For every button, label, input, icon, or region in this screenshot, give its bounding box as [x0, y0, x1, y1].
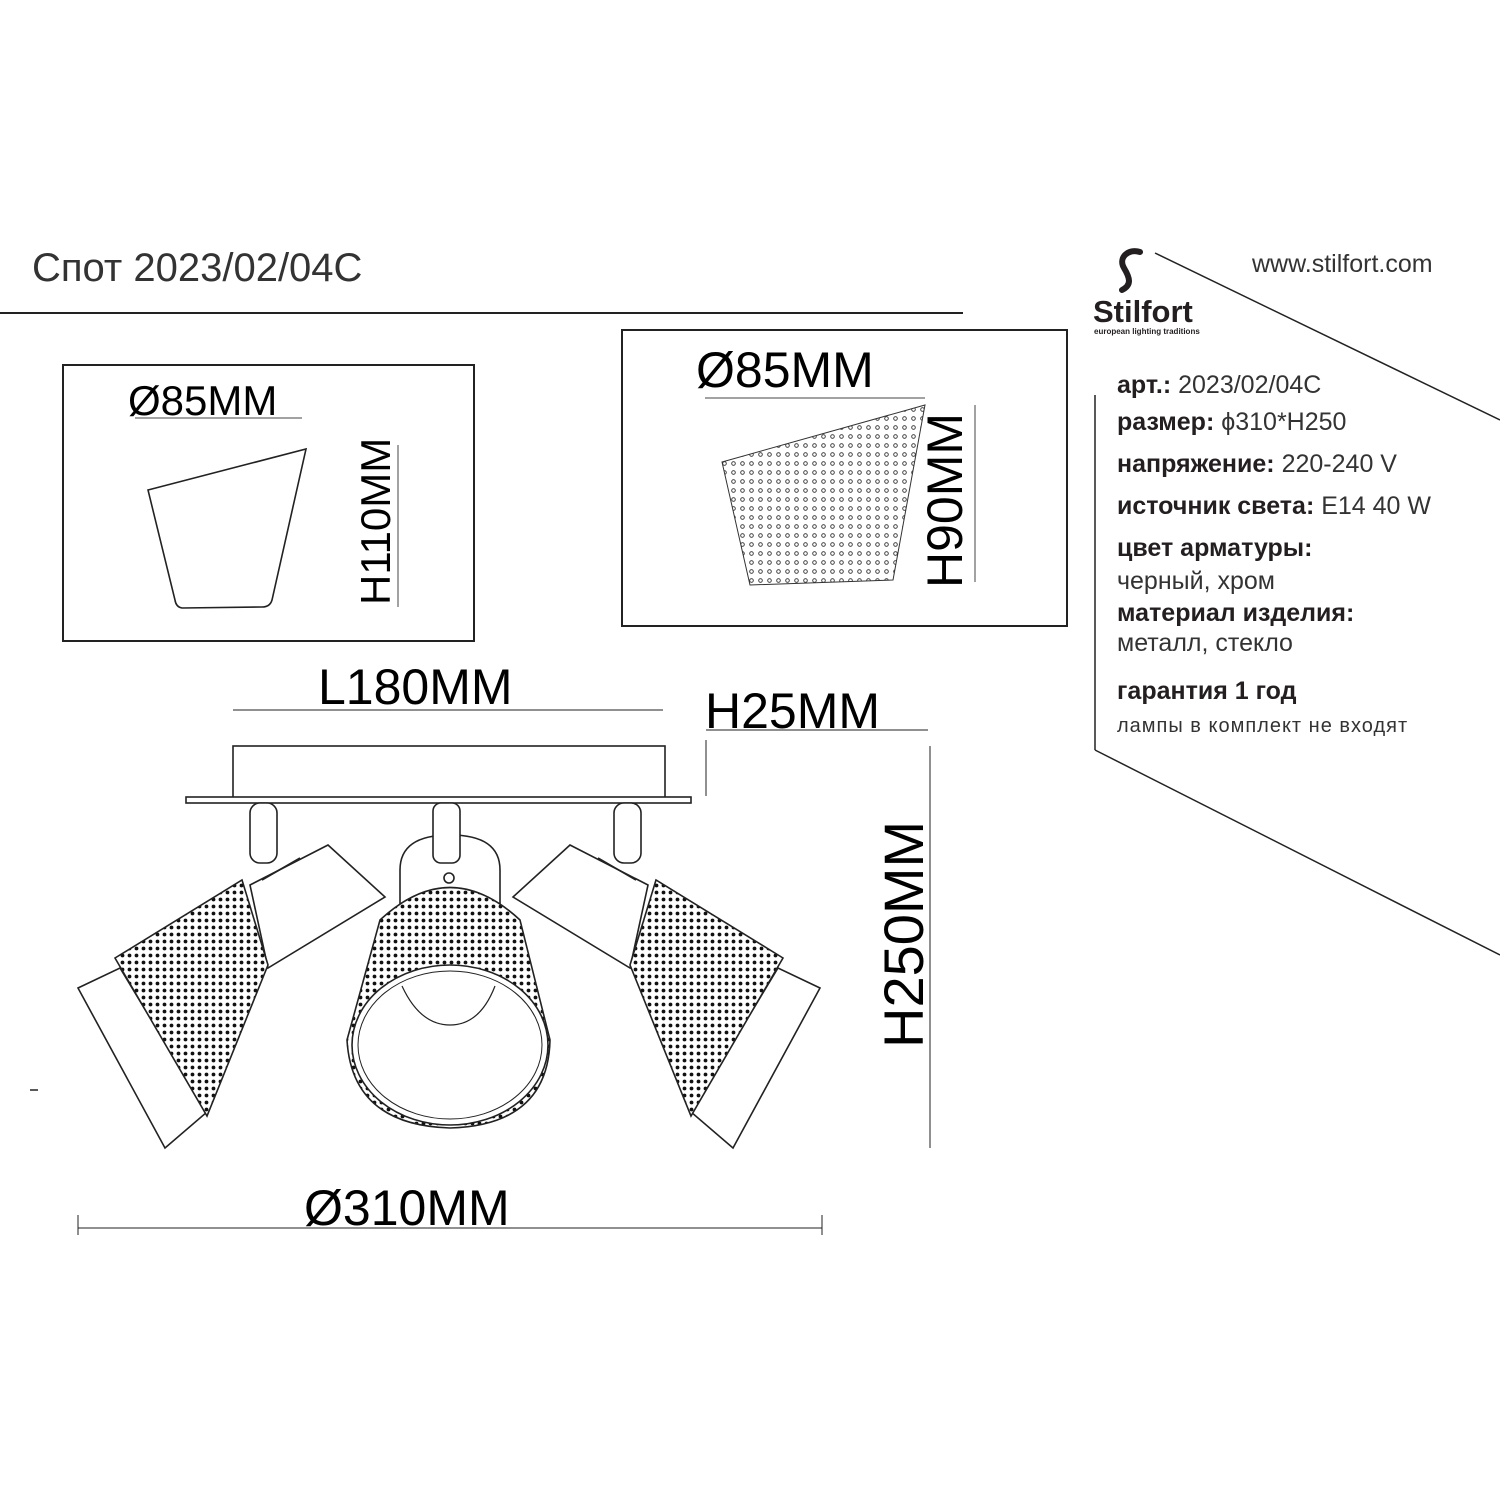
- spec-material-value: металл, стекло: [1117, 629, 1293, 657]
- spec-label: источник света:: [1117, 492, 1315, 520]
- perforated-shade-view: [721, 404, 926, 586]
- total-diameter-label: Ø310MM: [304, 1180, 510, 1236]
- spec-fitting-color-value: черный, хром: [1117, 567, 1275, 595]
- spec-label: размер:: [1117, 408, 1215, 436]
- page-title: Спот 2023/02/04C: [32, 246, 363, 290]
- base-height-label: H25MM: [705, 683, 881, 739]
- spec-fitting-color-label: цвет арматуры:: [1117, 534, 1312, 563]
- website-link[interactable]: www.stilfort.com: [1252, 250, 1433, 278]
- spec-warranty: гарантия 1 год: [1117, 677, 1296, 706]
- center-spot-lamp: [346, 802, 551, 1129]
- stilfort-logo-icon: [1119, 248, 1143, 293]
- spec-value: 2023/02/04C: [1178, 371, 1322, 399]
- spec-voltage: напряжение: 220-240 V: [1117, 450, 1397, 479]
- shade1-height-label: H110MM: [352, 437, 399, 605]
- spec-note: лампы в комплект не входят: [1117, 715, 1409, 737]
- spec-article: арт.: 2023/02/04C: [1117, 371, 1321, 400]
- shade-view-box-2: [621, 329, 1068, 627]
- shade-view-box-1: [62, 364, 475, 642]
- spec-value: E14 40 W: [1321, 492, 1431, 520]
- shade-side-view: [147, 447, 308, 609]
- shade2-height-label: H90MM: [917, 412, 973, 588]
- spec-size: размер: ϕ310*H250: [1117, 408, 1346, 437]
- shade2-diameter-label: Ø85MM: [696, 342, 874, 398]
- spec-label: материал изделия:: [1117, 599, 1355, 627]
- shade1-diameter-label: Ø85MM: [128, 377, 278, 424]
- spec-label: напряжение:: [1117, 450, 1275, 478]
- base-length-label: L180MM: [318, 659, 513, 715]
- info-frame: [1094, 252, 1500, 956]
- brand-name: Stilfort: [1093, 294, 1193, 329]
- spec-material-label: материал изделия:: [1117, 599, 1354, 628]
- right-spot-lamp: [511, 844, 822, 1150]
- brand-tagline: european lighting traditions: [1094, 327, 1200, 336]
- spec-value: ϕ310*H250: [1221, 408, 1347, 436]
- spec-value: 220-240 V: [1281, 450, 1397, 478]
- total-height-label: H250MM: [872, 820, 935, 1048]
- fixture-front-view: [76, 709, 931, 1235]
- spec-label: цвет арматуры:: [1117, 534, 1313, 562]
- spec-label: арт.:: [1117, 371, 1172, 399]
- spec-label: гарантия 1 год: [1117, 677, 1297, 705]
- spec-light-source: источник света: E14 40 W: [1117, 492, 1431, 521]
- left-spot-lamp: [76, 844, 387, 1150]
